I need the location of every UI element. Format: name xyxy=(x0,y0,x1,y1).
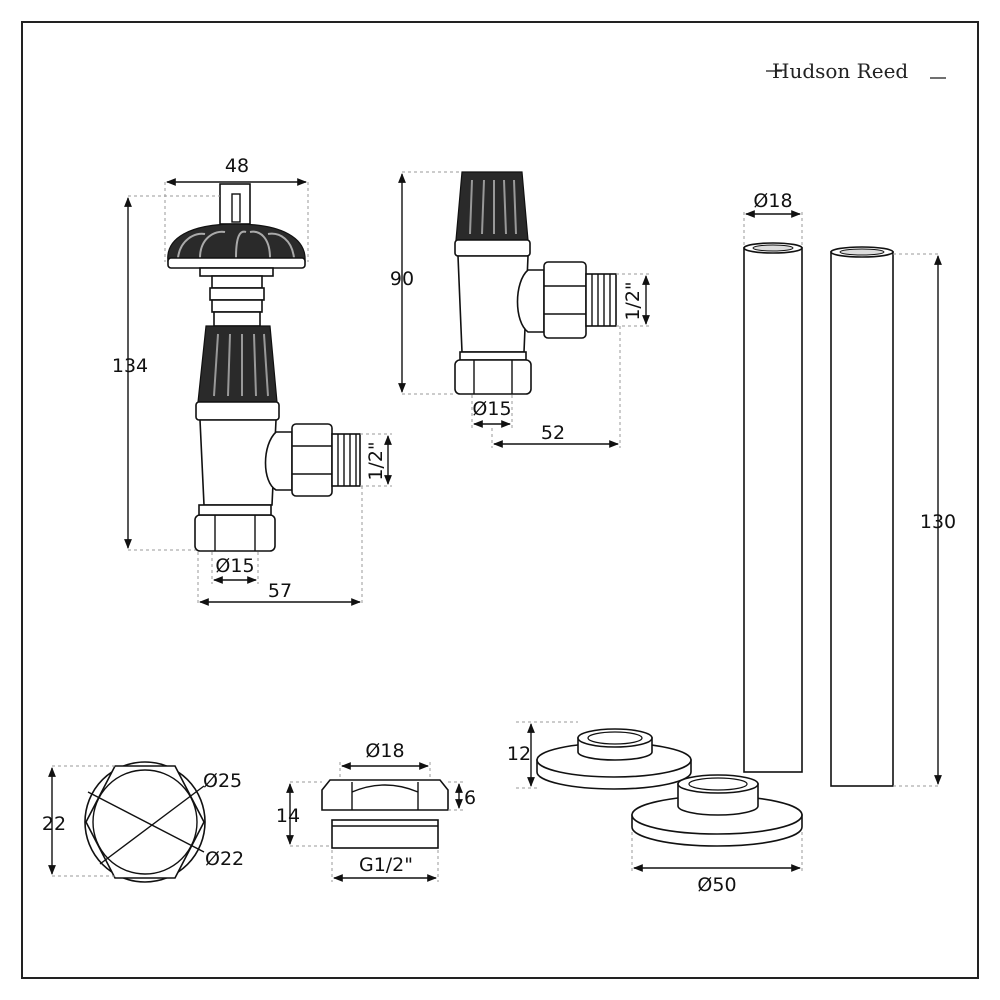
small-valve-thread: 1/2" xyxy=(622,281,644,320)
hex-nut xyxy=(84,761,206,883)
brand-logo: Hudson Reed xyxy=(766,59,946,83)
hex-nut-dimensions: 22 Ø25 Ø22 xyxy=(42,765,244,877)
adapter-dimensions: Ø18 14 6 G1/2" xyxy=(276,740,476,882)
pipes xyxy=(743,242,894,787)
brand-name: Hudson Reed xyxy=(772,59,908,83)
collars-dimensions: 12 Ø50 xyxy=(507,721,803,896)
nut-height: 22 xyxy=(42,813,66,835)
pipe-length: 130 xyxy=(920,511,956,533)
small-valve xyxy=(454,171,617,395)
collar-diameter: Ø50 xyxy=(697,874,736,896)
drawing-border xyxy=(21,21,979,979)
adapter xyxy=(321,779,449,849)
adapter-thread: G1/2" xyxy=(359,854,413,876)
small-valve-depth: 52 xyxy=(541,422,565,444)
collar-height: 12 xyxy=(507,743,531,765)
large-valve-width: 48 xyxy=(225,155,249,177)
large-valve-pipe-diameter: Ø15 xyxy=(215,555,254,577)
pipes-dimensions: Ø18 130 xyxy=(743,190,956,787)
large-valve-depth: 57 xyxy=(268,580,292,602)
adapter-height: 14 xyxy=(276,805,300,827)
small-valve-height: 90 xyxy=(390,268,414,290)
small-valve-dimensions: 90 Ø15 52 1/2" xyxy=(390,171,650,448)
nut-outer-diameter: Ø25 xyxy=(203,770,242,792)
large-valve-height: 134 xyxy=(112,355,148,377)
nut-inner-diameter: Ø22 xyxy=(205,848,244,870)
small-valve-pipe-diameter: Ø15 xyxy=(472,398,511,420)
large-valve-thread: 1/2" xyxy=(365,441,387,480)
adapter-diameter: Ø18 xyxy=(365,740,404,762)
large-valve xyxy=(167,183,361,552)
pipe-diameter: Ø18 xyxy=(753,190,792,212)
collars xyxy=(536,728,803,847)
large-valve-dimensions: 48 134 Ø15 57 1/2" xyxy=(112,155,392,606)
adapter-flange-height: 6 xyxy=(464,787,476,809)
